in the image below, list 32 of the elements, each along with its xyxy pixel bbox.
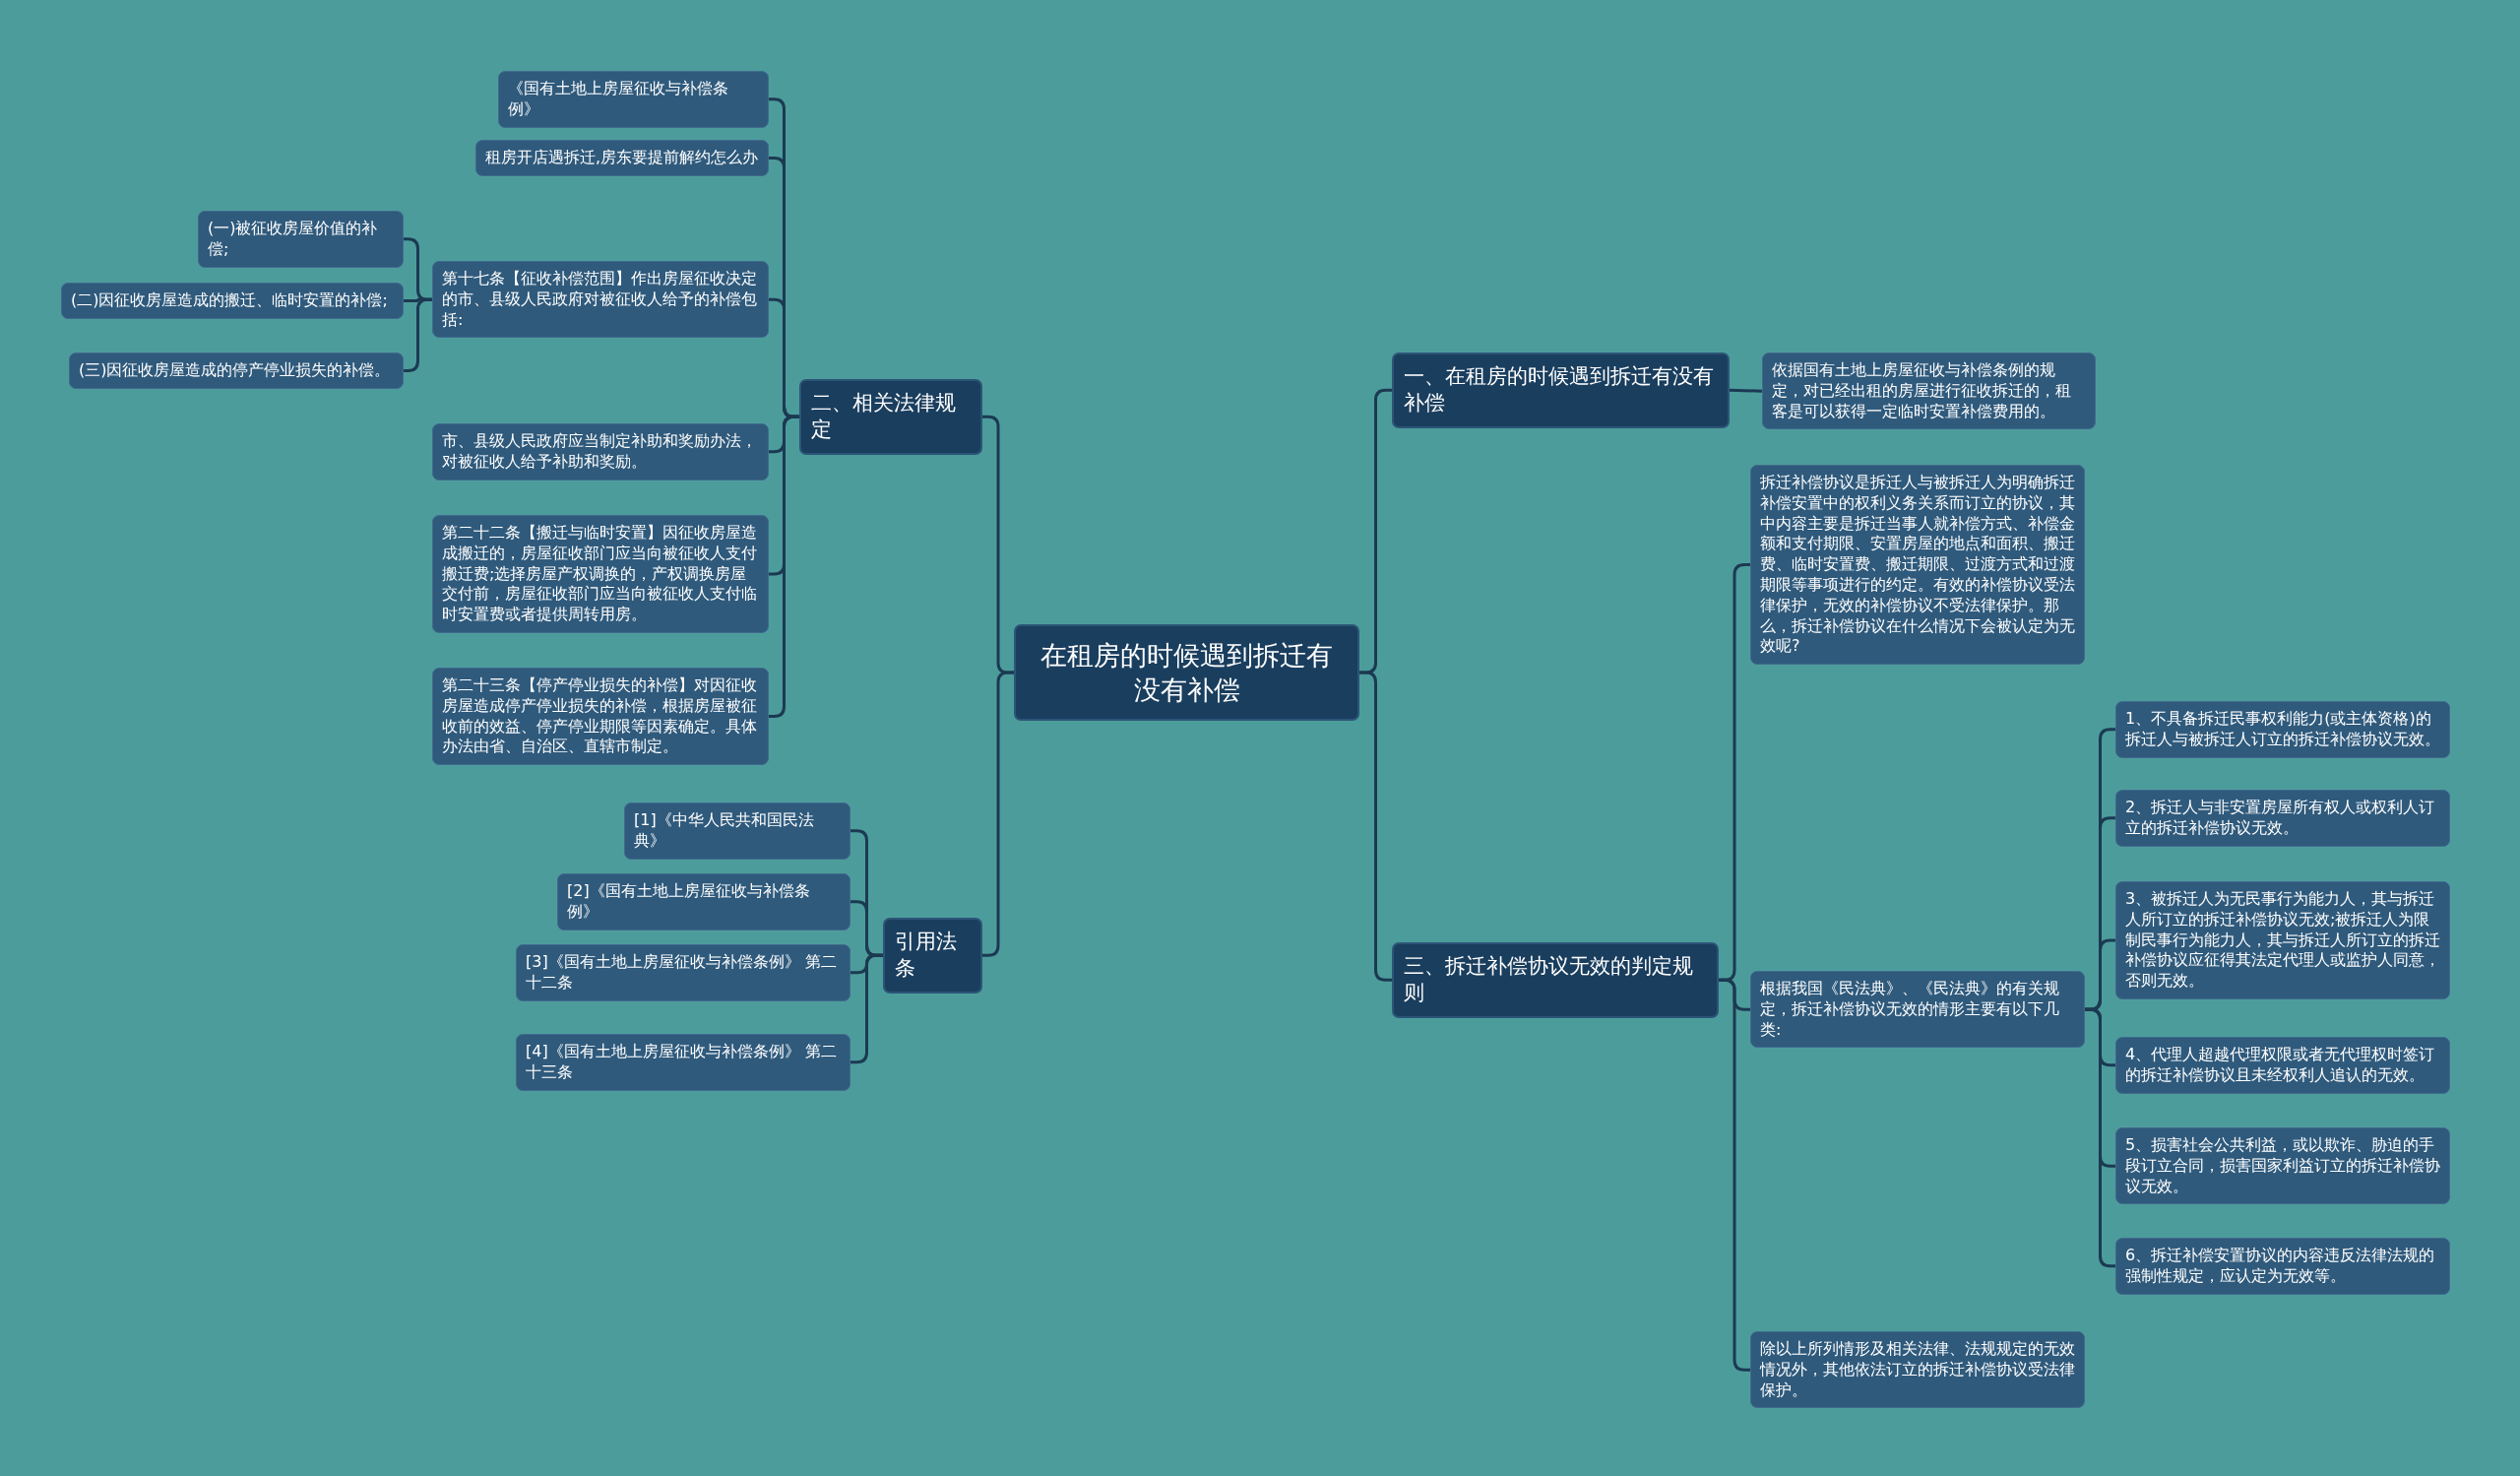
note-box: 第二十三条【停产停业损失的补偿】对因征收房屋造成停产停业损失的补偿，根据房屋被征收前的效益、停产停业期限等因素确定。具体办法由省、自治区、直辖市制定。 [432, 668, 769, 766]
note-box: 根据我国《民法典》、《民法典》的有关规定，拆迁补偿协议无效的情形主要有以下几类: [1750, 971, 2085, 1049]
note-box: [1]《中华人民共和国民法典》 [624, 802, 850, 860]
connector-line [982, 671, 1014, 957]
note-box: 第二十二条【搬迁与临时安置】因征收房屋造成搬迁的，房屋征收部门应当向被征收人支付搬迁费;选择房屋产权调换的，产权调换房屋交付前，房屋征收部门应当向被征收人支付临时安置费或者提供周转用房。 [432, 515, 769, 633]
central-topic-box: 在租房的时候遇到拆迁有没有补偿 [1014, 624, 1359, 722]
connector-line [1359, 671, 1392, 982]
note-box: 《国有土地上房屋征收与补偿条例》 [498, 71, 769, 128]
note-box: (一)被征收房屋价值的补偿; [198, 211, 404, 268]
note-box: 2、拆迁人与非安置房屋所有权人或权利人订立的拆迁补偿协议无效。 [2115, 790, 2450, 847]
note-box: 租房开店遇拆迁,房东要提前解约怎么办 [475, 140, 769, 176]
note-box: (二)因征收房屋造成的搬迁、临时安置的补偿; [61, 283, 404, 319]
connector-line [850, 953, 883, 1064]
note-box: 6、拆迁补偿安置协议的内容违反法律法规的强制性规定，应认定为无效等。 [2115, 1238, 2450, 1295]
topic-box: 一、在租房的时候遇到拆迁有没有补偿 [1392, 353, 1730, 428]
connector-line [1729, 388, 1763, 393]
note-box: [4]《国有土地上房屋征收与补偿条例》 第二十三条 [516, 1034, 850, 1091]
note-box: [2]《国有土地上房屋征收与补偿条例》 [557, 873, 850, 931]
topic-box: 引用法条 [883, 918, 982, 994]
note-box: 5、损害社会公共利益，或以欺诈、胁迫的手段订立合同，损害国家利益订立的拆迁补偿协议无效。 [2115, 1127, 2450, 1205]
topic-box: 三、拆迁补偿协议无效的判定规则 [1392, 942, 1719, 1018]
note-box: 市、县级人民政府应当制定补助和奖励办法，对被征收人给予补助和奖励。 [432, 423, 769, 481]
note-box: (三)因征收房屋造成的停产停业损失的补偿。 [69, 353, 404, 389]
note-box: [3]《国有土地上房屋征收与补偿条例》 第二十二条 [516, 944, 850, 1001]
note-box: 拆迁补偿协议是拆迁人与被拆迁人为明确拆迁补偿安置中的权利义务关系而订立的协议，其中内容主要是拆迁当事人就补偿方式、补偿金额和支付期限、安置房屋的地点和面积、搬迁费、临时安置费、搬迁期限、过渡方式和过渡期限等事项进行的约定。有效的补偿协议受法律保护，无效的补偿协议不受法律保护。那么，拆迁补偿协议在什么情况下会被认定为无效呢? [1750, 465, 2085, 666]
note-box: 依据国有土地上房屋征收与补偿条例的规定，对已经出租的房屋进行征收拆迁的，租客是可以获得一定临时安置补偿费用的。 [1762, 353, 2096, 430]
note-box: 3、被拆迁人为无民事行为能力人，其与拆迁人所订立的拆迁补偿协议无效;被拆迁人为限制民事行为能力人，其与拆迁人所订立的拆迁补偿协议应征得其法定代理人或监护人同意，否则无效。 [2115, 881, 2450, 999]
note-box: 1、不具备拆迁民事权利能力(或主体资格)的拆迁人与被拆迁人订立的拆迁补偿协议无效。 [2115, 701, 2450, 758]
topic-box: 二、相关法律规定 [799, 379, 982, 455]
note-box: 第十七条【征收补偿范围】作出房屋征收决定的市、县级人民政府对被征收人给予的补偿包括: [432, 261, 769, 339]
note-box: 4、代理人超越代理权限或者无代理权时签订的拆迁补偿协议且未经权利人追认的无效。 [2115, 1037, 2450, 1094]
note-box: 除以上所列情形及相关法律、法规规定的无效情况外，其他依法订立的拆迁补偿协议受法律保护。 [1750, 1331, 2085, 1409]
